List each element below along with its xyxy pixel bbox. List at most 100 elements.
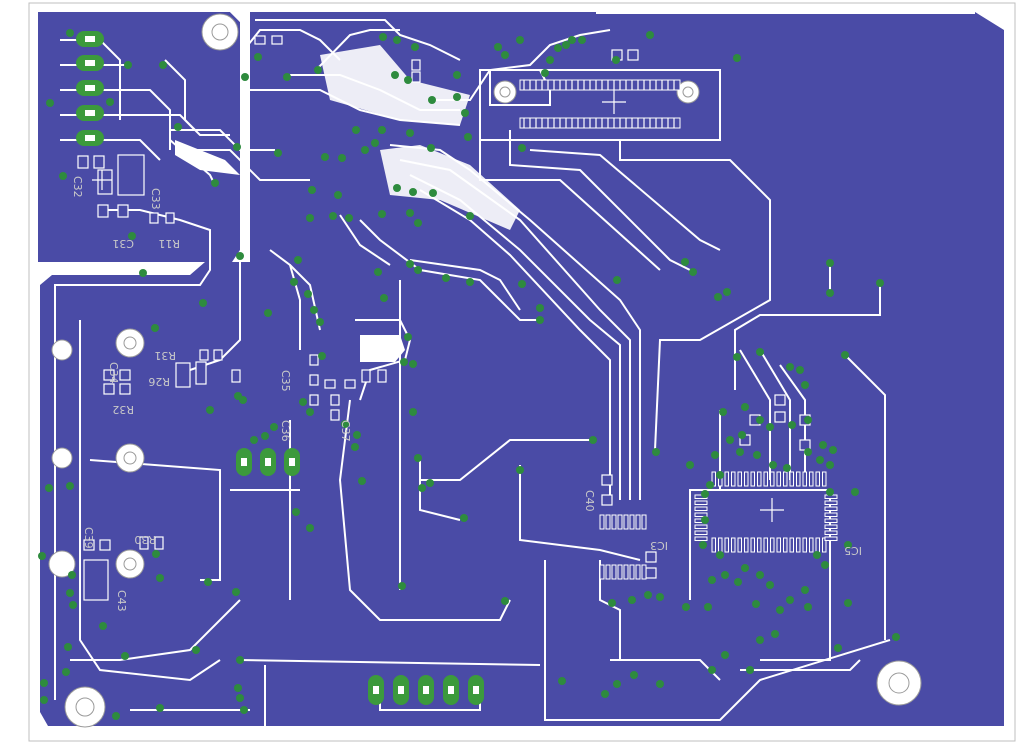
via bbox=[409, 188, 417, 196]
ic5-pin bbox=[824, 512, 838, 517]
via bbox=[378, 210, 386, 218]
ic5-pin bbox=[744, 537, 749, 553]
via bbox=[578, 36, 586, 44]
via bbox=[393, 184, 401, 192]
ic5-pin bbox=[750, 537, 755, 553]
via bbox=[206, 406, 214, 414]
via bbox=[426, 479, 434, 487]
isolation-areas bbox=[175, 12, 975, 362]
via bbox=[139, 269, 147, 277]
via bbox=[699, 541, 707, 549]
via bbox=[211, 179, 219, 187]
via bbox=[241, 73, 249, 81]
via bbox=[752, 600, 760, 608]
ic3-pin bbox=[611, 514, 617, 530]
via bbox=[628, 596, 636, 604]
label-c36: C36 bbox=[279, 420, 292, 442]
via bbox=[804, 603, 812, 611]
via bbox=[716, 471, 724, 479]
via bbox=[613, 276, 621, 284]
via bbox=[701, 516, 709, 524]
via bbox=[518, 280, 526, 288]
ic5-pin bbox=[822, 537, 827, 553]
via bbox=[314, 66, 322, 74]
via bbox=[756, 571, 764, 579]
via bbox=[796, 366, 804, 374]
ic5-pin bbox=[694, 500, 708, 505]
via bbox=[608, 599, 616, 607]
via bbox=[283, 73, 291, 81]
ic5-pin bbox=[770, 471, 775, 487]
label-ic3: IC3 bbox=[650, 539, 668, 552]
via bbox=[371, 139, 379, 147]
via bbox=[706, 481, 714, 489]
via bbox=[380, 294, 388, 302]
ic5-pin bbox=[789, 537, 794, 553]
via bbox=[261, 432, 269, 440]
via bbox=[630, 671, 638, 679]
via bbox=[733, 353, 741, 361]
via bbox=[236, 694, 244, 702]
ic5-pin bbox=[824, 500, 838, 505]
via bbox=[40, 696, 48, 704]
via bbox=[69, 601, 77, 609]
via bbox=[826, 259, 834, 267]
via bbox=[829, 446, 837, 454]
via bbox=[106, 98, 114, 106]
via bbox=[721, 571, 729, 579]
via bbox=[400, 358, 408, 366]
via bbox=[318, 352, 326, 360]
via bbox=[442, 274, 450, 282]
via bbox=[689, 268, 697, 276]
ic5-pin bbox=[809, 537, 814, 553]
via bbox=[334, 191, 342, 199]
via bbox=[406, 209, 414, 217]
ic5-pin bbox=[744, 471, 749, 487]
via bbox=[192, 646, 200, 654]
via bbox=[128, 232, 136, 240]
via bbox=[338, 154, 346, 162]
ic5-pin bbox=[822, 471, 827, 487]
copper-pour-main bbox=[40, 12, 1004, 726]
via bbox=[536, 316, 544, 324]
via bbox=[292, 508, 300, 516]
label-c39: C39 bbox=[82, 527, 95, 549]
via bbox=[708, 666, 716, 674]
via bbox=[66, 589, 74, 597]
via bbox=[686, 461, 694, 469]
ic5-pin bbox=[731, 537, 736, 553]
ic5-pin bbox=[694, 512, 708, 517]
via bbox=[409, 360, 417, 368]
ic5-pin bbox=[694, 536, 708, 541]
via bbox=[766, 581, 774, 589]
via bbox=[701, 490, 709, 498]
via bbox=[716, 551, 724, 559]
ic3-pin bbox=[623, 514, 629, 530]
via bbox=[234, 684, 242, 692]
label-c33: C33 bbox=[149, 188, 162, 210]
via bbox=[536, 304, 544, 312]
via bbox=[741, 403, 749, 411]
via bbox=[159, 61, 167, 69]
label-c34: C34 bbox=[107, 362, 120, 384]
via bbox=[59, 172, 67, 180]
ic5-pin bbox=[815, 471, 820, 487]
via bbox=[554, 44, 562, 52]
ic3-pin bbox=[611, 564, 617, 580]
via bbox=[353, 431, 361, 439]
via bbox=[826, 461, 834, 469]
ic5-pin bbox=[737, 471, 742, 487]
via bbox=[404, 333, 412, 341]
via bbox=[721, 651, 729, 659]
via bbox=[766, 423, 774, 431]
ic5-pin bbox=[824, 530, 838, 535]
via bbox=[378, 126, 386, 134]
via bbox=[646, 31, 654, 39]
ic5-pin bbox=[724, 537, 729, 553]
ic5-footprint bbox=[694, 471, 838, 553]
ic3-pin bbox=[623, 564, 629, 580]
via bbox=[546, 56, 554, 64]
via bbox=[711, 451, 719, 459]
ic5-pin bbox=[757, 537, 762, 553]
via bbox=[851, 488, 859, 496]
